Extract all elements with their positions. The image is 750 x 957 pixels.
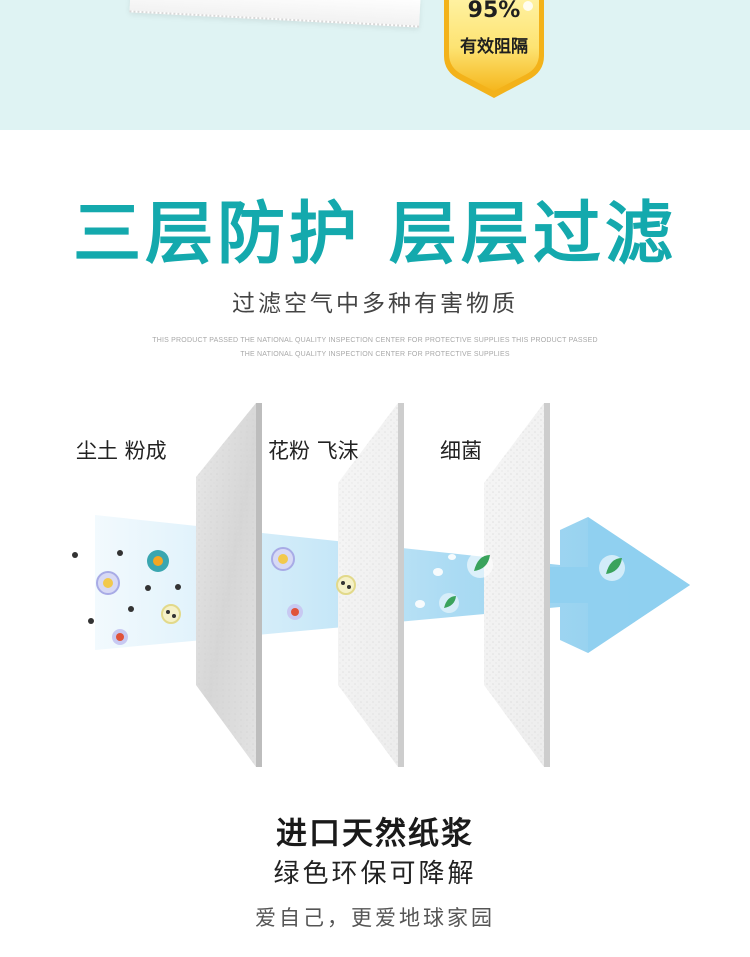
layer-label-dust: 尘土 粉成 bbox=[76, 439, 167, 463]
filter-diagram: 尘土 粉成 花粉 飞沫 细菌 bbox=[0, 395, 750, 785]
filter-layer-1 bbox=[196, 403, 262, 767]
mask-paper-image bbox=[129, 0, 421, 28]
badge-percent: 95% bbox=[467, 0, 521, 23]
pollen-icon bbox=[96, 547, 295, 595]
badge-text: 有效阻隔 bbox=[460, 37, 528, 57]
arrow-icon bbox=[550, 517, 690, 653]
leaf-icon bbox=[439, 552, 625, 613]
footer-title: 进口天然纸浆 bbox=[276, 816, 474, 852]
footer-note: 爱自己，更爱地球家园 bbox=[255, 906, 495, 930]
layer-label-bacteria: 细菌 bbox=[440, 439, 482, 463]
page-title: 三层防护 层层过滤 bbox=[73, 195, 677, 274]
dust-particle-icon bbox=[72, 550, 181, 624]
protection-badge: 95% 有效阻隔 bbox=[440, 0, 548, 104]
fine-print-line-1: THIS PRODUCT PASSED THE NATIONAL QUALITY… bbox=[152, 337, 598, 344]
badge-shield-icon bbox=[444, 0, 544, 98]
page-subtitle: 过滤空气中多种有害物质 bbox=[232, 291, 518, 317]
layer-label-pollen: 花粉 飞沫 bbox=[268, 439, 359, 463]
footer-subtitle: 绿色环保可降解 bbox=[273, 859, 477, 889]
filter-layer-3 bbox=[484, 403, 550, 767]
top-banner: 95% 有效阻隔 bbox=[0, 0, 750, 130]
fine-print-line-2: THE NATIONAL QUALITY INSPECTION CENTER F… bbox=[240, 351, 510, 358]
filter-illustration bbox=[72, 403, 690, 767]
filter-layer-2 bbox=[338, 403, 404, 767]
bacteria-icon bbox=[112, 575, 356, 645]
